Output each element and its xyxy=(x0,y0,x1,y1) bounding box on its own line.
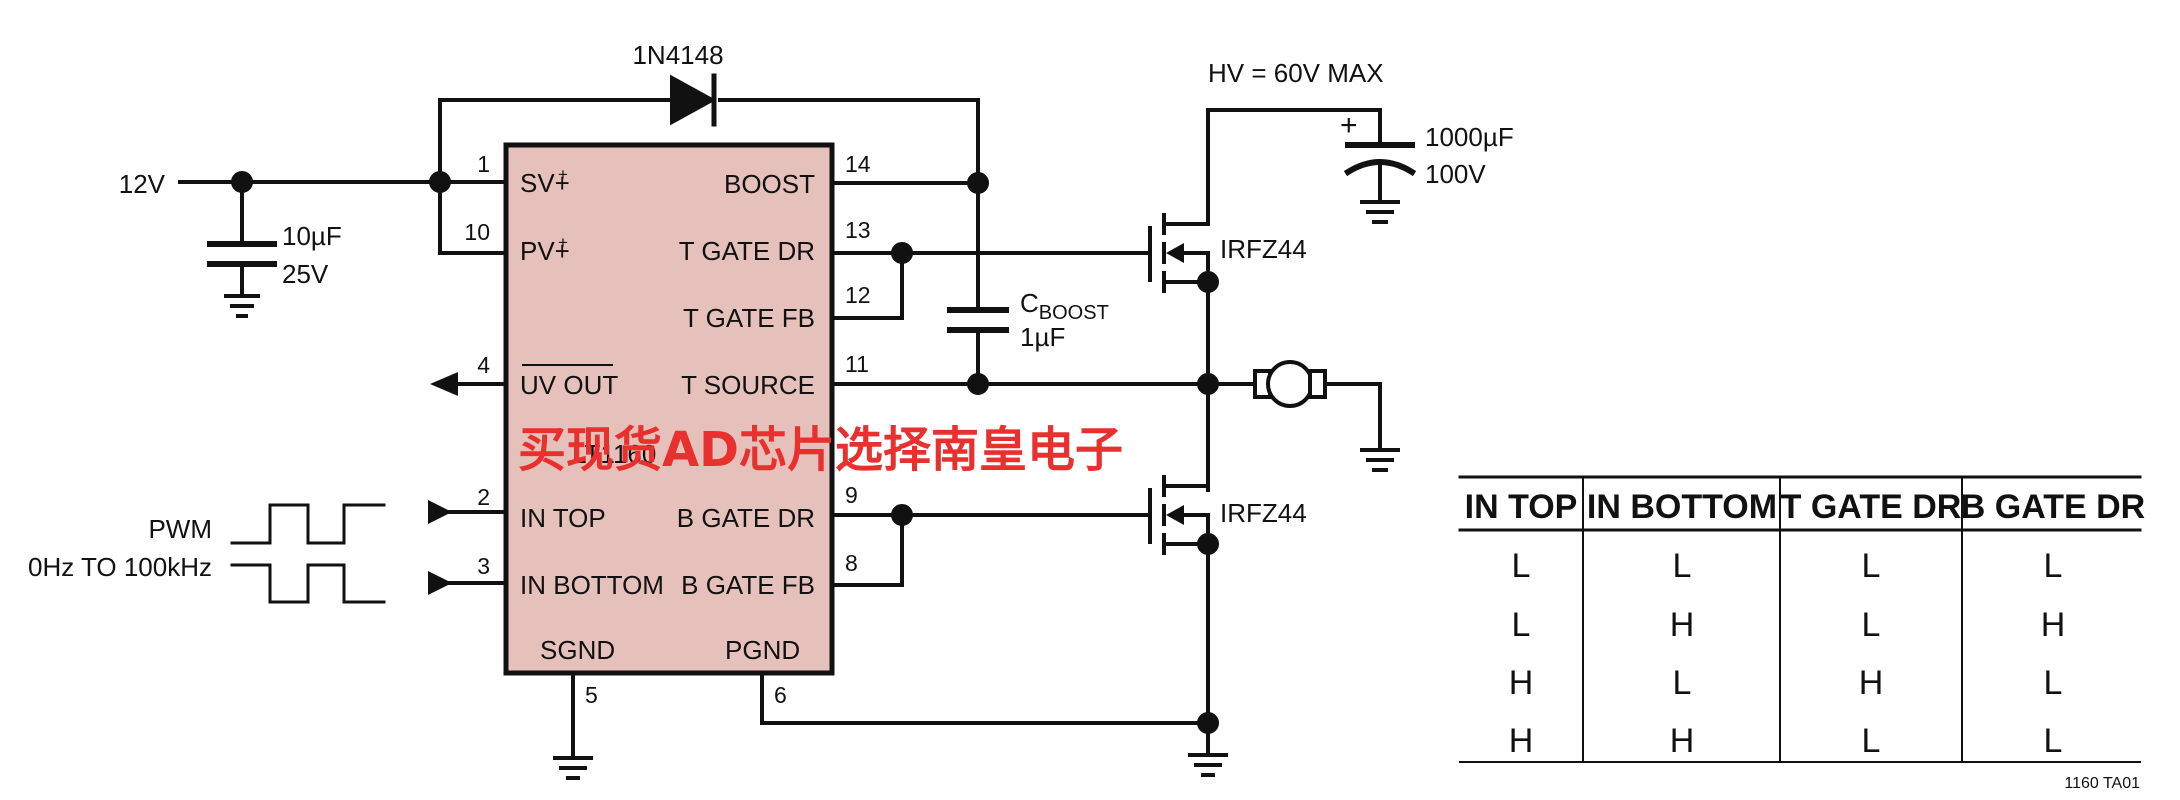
hv-label: HV = 60V MAX xyxy=(1208,58,1384,88)
pin-label-in-top: IN TOP xyxy=(520,503,606,533)
pin-label-t-gate-fb: T GATE FB xyxy=(683,303,815,333)
pin-num-3: 3 xyxy=(477,553,490,579)
supply-label: 12V xyxy=(119,169,166,199)
component-labels: 1N4148 12V 10µF 25V HV = 60V MAX + 1000µ… xyxy=(28,40,2140,792)
pin-label-sgnd: SGND xyxy=(540,635,615,665)
pin-label-b-gate-fb: B GATE FB xyxy=(681,570,815,600)
table-cell: L xyxy=(1512,547,1531,585)
mosfet-bottom xyxy=(1148,475,1228,777)
pin-num-10: 10 xyxy=(464,219,490,245)
svg-text:+: + xyxy=(558,233,568,252)
table-header-t-gate-dr: T GATE DR xyxy=(1781,488,1962,526)
pin-label-boost: BOOST xyxy=(724,169,815,199)
pwm-waveform-icon xyxy=(230,503,386,604)
cap-in-value: 10µF xyxy=(282,221,342,251)
pin-label-t-source: T SOURCE xyxy=(681,370,815,400)
pin-num-14: 14 xyxy=(845,151,871,177)
table-cell: H xyxy=(1859,664,1884,702)
table-cell: H xyxy=(1670,606,1695,644)
table-cell: H xyxy=(1509,722,1534,760)
table-cell: H xyxy=(1670,722,1695,760)
mosfet-bottom-label: IRFZ44 xyxy=(1220,498,1307,528)
cap-plus-label: + xyxy=(1340,109,1358,142)
chip-name: LT1160 xyxy=(572,439,656,469)
figure-id: 1160 TA01 xyxy=(2064,775,2140,792)
pin-num-5: 5 xyxy=(585,682,598,708)
cboost-label: CBOOST xyxy=(1020,288,1109,324)
cap-out-voltage: 100V xyxy=(1425,159,1486,189)
supply-plus-marks: + + xyxy=(558,165,568,252)
table-cell: L xyxy=(2044,722,2063,760)
pin-num-4: 4 xyxy=(477,352,490,378)
table-cell: L xyxy=(1673,547,1692,585)
chip-pin-labels: SV+ PV+ UV OUT IN TOP IN BOTTOM BOOST T … xyxy=(520,168,815,665)
pin-num-9: 9 xyxy=(845,482,858,508)
gate-wiring xyxy=(830,172,1257,587)
cap-in-voltage: 25V xyxy=(282,259,329,289)
table-header-in-top: IN TOP xyxy=(1465,488,1578,526)
mosfet-top xyxy=(1148,108,1219,492)
uv-out-arrow xyxy=(430,372,508,396)
pin-num-8: 8 xyxy=(845,550,858,576)
pin-label-uv-out: UV OUT xyxy=(520,370,618,400)
pin-label-pv: PV+ xyxy=(520,236,570,266)
diode-1n4148 xyxy=(670,73,717,127)
pin-numbers: 1 10 4 2 3 14 13 12 11 9 8 5 6 xyxy=(464,151,870,708)
pgnd-wiring xyxy=(760,671,1210,725)
table-cell: L xyxy=(1862,547,1881,585)
svg-text:+: + xyxy=(558,165,568,184)
pin-label-in-bottom: IN BOTTOM xyxy=(520,570,664,600)
table-cell: L xyxy=(2044,547,2063,585)
table-cell: H xyxy=(1509,664,1534,702)
pwm-freq-label: 0Hz TO 100kHz xyxy=(28,552,212,582)
table-cell: L xyxy=(1673,664,1692,702)
table-header-in-bottom: IN BOTTOM xyxy=(1587,488,1777,526)
table-cell: L xyxy=(1862,606,1881,644)
truth-table: IN TOP IN BOTTOM T GATE DR B GATE DR L L… xyxy=(1465,488,2146,760)
pwm-label: PWM xyxy=(148,514,212,544)
cboost-capacitor xyxy=(947,307,1009,333)
pin-num-6: 6 xyxy=(774,682,787,708)
watermark-text: 买现货AD芯片选择南皇电子 xyxy=(518,422,1123,478)
sgnd-ground xyxy=(553,671,593,780)
input-capacitor xyxy=(207,180,277,318)
supply-wiring xyxy=(178,98,980,255)
pin-label-b-gate-dr: B GATE DR xyxy=(677,503,815,533)
lt1160-chip-body xyxy=(503,142,835,676)
pin-label-sv: SV+ xyxy=(520,168,570,198)
output-capacitor xyxy=(1343,142,1417,224)
hv-rail xyxy=(1206,108,1382,147)
pin-num-13: 13 xyxy=(845,217,871,243)
cap-out-value: 1000µF xyxy=(1425,122,1514,152)
pin-num-11: 11 xyxy=(845,351,869,377)
table-cell: L xyxy=(1512,606,1531,644)
table-cell: L xyxy=(1862,722,1881,760)
motor-icon xyxy=(1253,360,1400,472)
table-cell: L xyxy=(2044,664,2063,702)
pin-num-12: 12 xyxy=(845,282,871,308)
pin-num-2: 2 xyxy=(477,484,490,510)
truth-table-grid xyxy=(1458,475,2142,763)
cboost-value: 1µF xyxy=(1020,322,1065,352)
table-cell: H xyxy=(2041,606,2066,644)
table-header-b-gate-dr: B GATE DR xyxy=(1961,488,2145,526)
pin-label-t-gate-dr: T GATE DR xyxy=(679,236,815,266)
mosfet-top-label: IRFZ44 xyxy=(1220,234,1307,264)
pin-label-pgnd: PGND xyxy=(725,635,800,665)
pin-num-1: 1 xyxy=(477,151,490,177)
diode-label: 1N4148 xyxy=(632,40,723,70)
input-arrows xyxy=(428,500,508,595)
